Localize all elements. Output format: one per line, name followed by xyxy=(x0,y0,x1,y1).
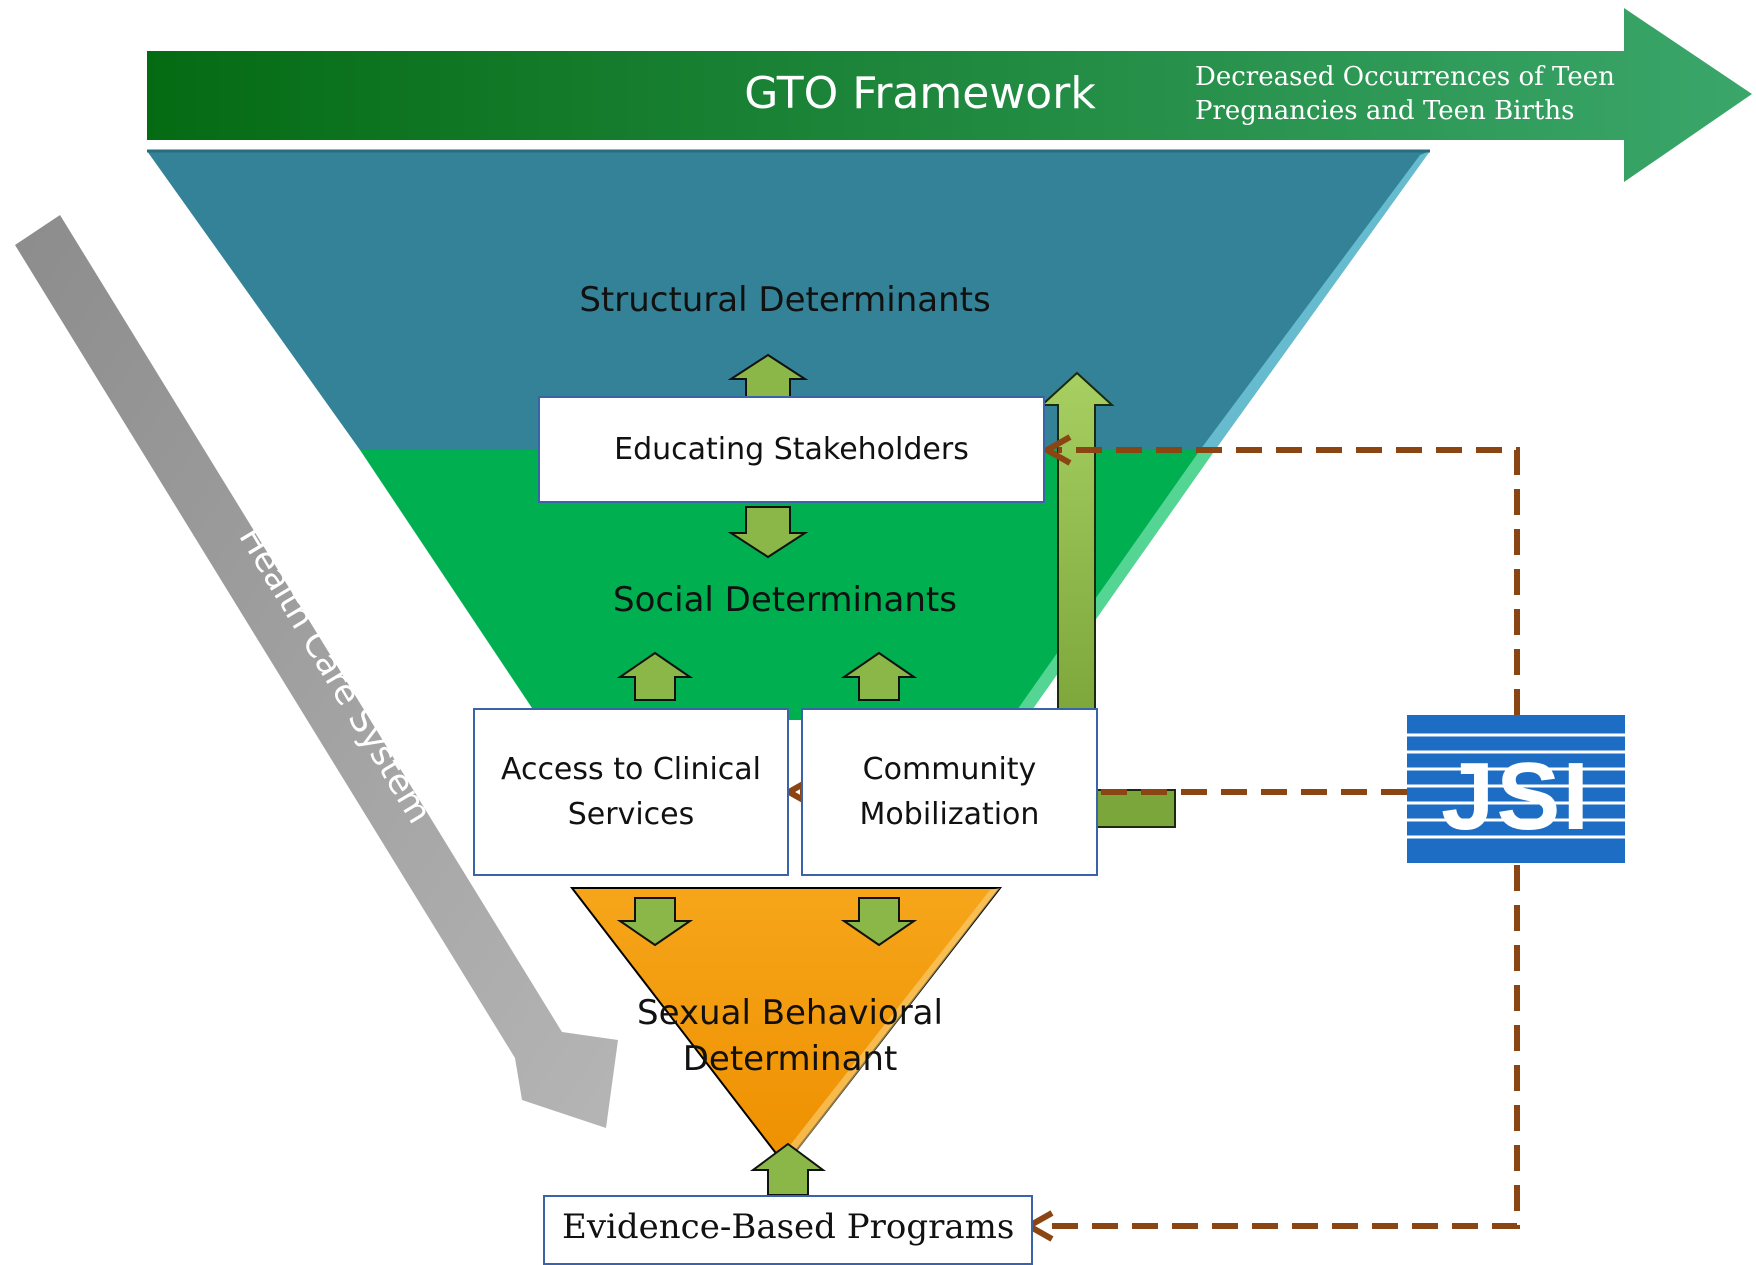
gto-framework-arrow xyxy=(147,8,1752,182)
educating-stakeholders-label: Educating Stakeholders xyxy=(614,432,969,467)
educating-stakeholders-box: Educating Stakeholders xyxy=(538,396,1045,503)
structural-layer-edge xyxy=(1200,151,1430,450)
community-mobilization-label-line1: Community xyxy=(862,752,1037,787)
social-layer xyxy=(360,450,1215,720)
up-arrow-community xyxy=(840,651,918,701)
community-to-structural-arrow-foot xyxy=(1094,789,1176,828)
community-mobilization-label-line2: Mobilization xyxy=(859,797,1040,832)
gto-framework-subtitle-line2: Pregnancies and Teen Births xyxy=(1195,96,1575,126)
structural-layer xyxy=(147,151,1430,450)
community-mobilization-box: Community Mobilization xyxy=(801,708,1098,876)
access-to-clinical-label-line2: Services xyxy=(567,797,695,832)
sexual-behavioral-label-line2: Determinant xyxy=(682,1039,898,1079)
sexual-behavioral-label-line1: Sexual Behavioral xyxy=(637,993,943,1033)
up-arrow-access xyxy=(616,651,694,701)
access-to-clinical-label-line1: Access to Clinical xyxy=(500,752,762,787)
access-to-clinical-services-box: Access to Clinical Services xyxy=(473,708,789,876)
down-arrow-social xyxy=(727,506,809,559)
sexual-behavioral-layer-highlight xyxy=(780,888,1000,1160)
jsi-logo xyxy=(1407,715,1625,863)
evidence-based-programs-label: Evidence-Based Programs xyxy=(562,1207,1015,1247)
up-arrow-evidence xyxy=(749,1142,827,1196)
down-arrow-access-sexual xyxy=(616,897,694,947)
health-care-system-arrow xyxy=(15,215,618,1128)
gto-framework-title: GTO Framework xyxy=(744,68,1096,119)
structural-determinants-label: Structural Determinants xyxy=(579,280,991,320)
social-determinants-label: Social Determinants xyxy=(613,580,957,620)
jsi-logo-text: JSI xyxy=(1440,743,1592,850)
down-arrow-community-sexual xyxy=(840,897,918,947)
gto-framework-subtitle-line1: Decreased Occurrences of Teen xyxy=(1195,62,1615,92)
evidence-based-programs-box: Evidence-Based Programs xyxy=(543,1195,1033,1265)
